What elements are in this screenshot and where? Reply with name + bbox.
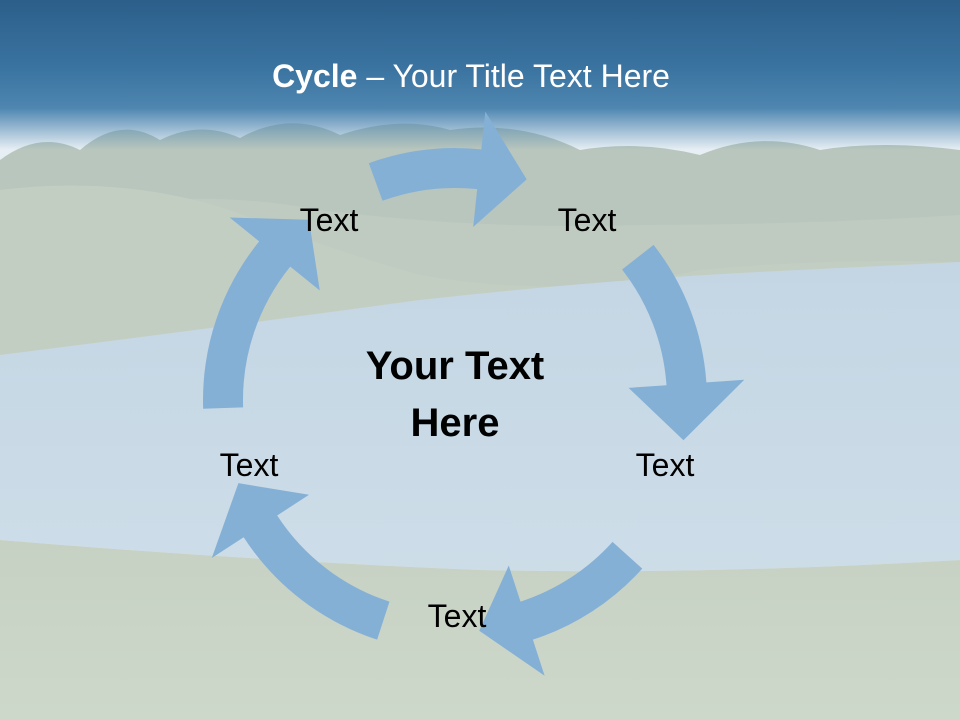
cycle-node-1: Text <box>299 202 359 238</box>
title-band <box>0 0 960 150</box>
cycle-arrow-2 <box>622 244 745 441</box>
slide-title: Cycle – Your Title Text Here <box>0 52 942 100</box>
cycle-arrow-5 <box>203 217 320 409</box>
center-text-line-1: Your Text <box>365 344 545 388</box>
center-text: Your Text Here <box>325 338 585 452</box>
cycle-node-2: Text <box>557 202 617 238</box>
title-bold: Cycle <box>272 58 358 94</box>
cycle-arrow-3 <box>479 541 643 676</box>
cycle-arrow-1 <box>368 111 527 227</box>
cycle-node-4: Text <box>427 598 487 634</box>
cycle-node-3: Text <box>635 447 695 483</box>
title-rest: – Your Title Text Here <box>357 58 670 94</box>
center-text-line-2: Here <box>410 401 500 445</box>
cycle-node-5: Text <box>219 447 279 483</box>
cycle-arrow-4 <box>211 483 390 640</box>
cycle-arrows <box>203 111 745 676</box>
